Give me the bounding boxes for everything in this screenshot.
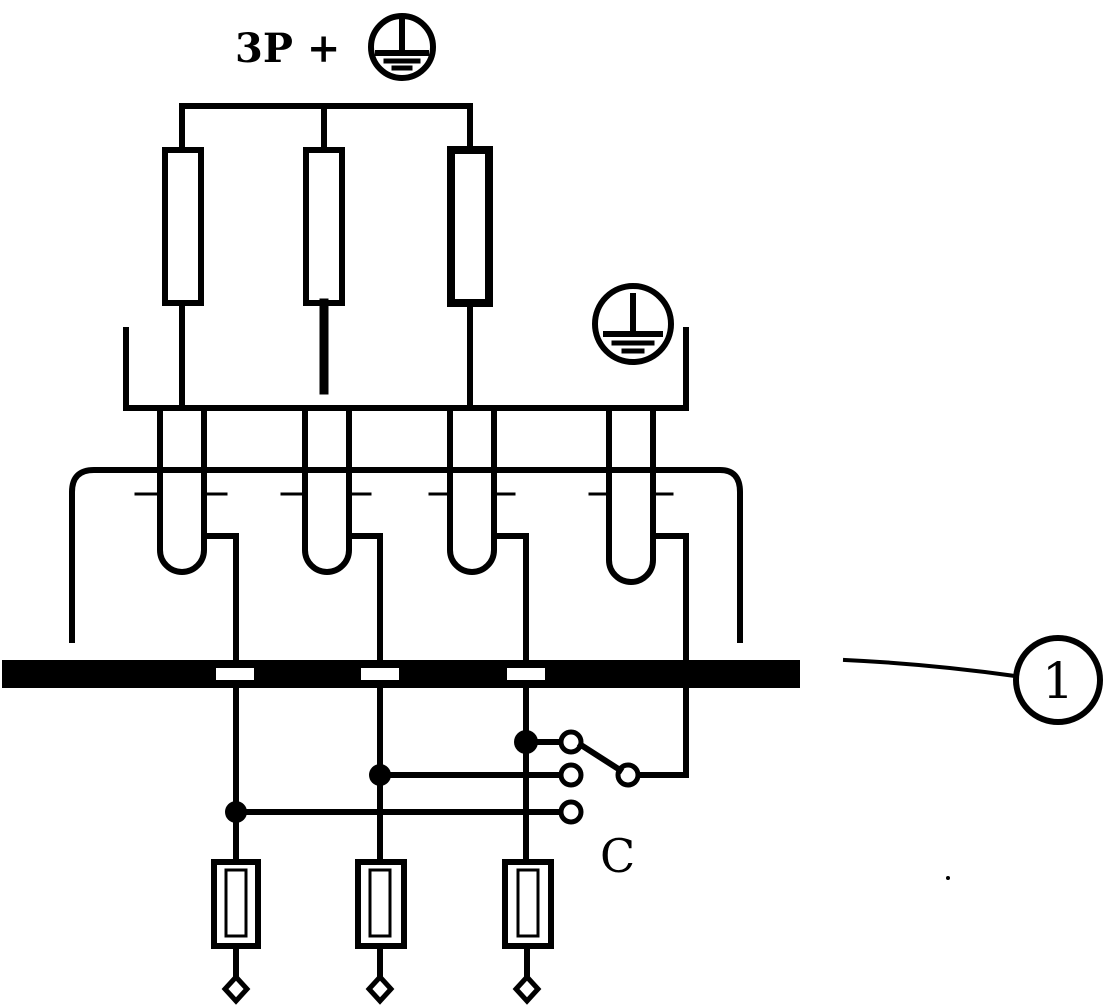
conductor-3	[491, 533, 529, 873]
switch-contact-3	[558, 799, 584, 825]
terminal-2	[365, 973, 395, 1005]
junction-dot-3	[514, 730, 538, 754]
switch-contact-1	[558, 729, 584, 755]
conductor-4	[625, 533, 689, 778]
terminal-3	[512, 973, 542, 1005]
plate-feedthrough-2	[361, 668, 399, 680]
resistor-2	[303, 147, 345, 306]
fuse-1	[211, 859, 261, 949]
bushing-2	[302, 405, 352, 575]
resistor-1	[162, 147, 204, 306]
terminal-1	[221, 973, 251, 1005]
fuse-3	[502, 859, 554, 949]
resistor-3	[447, 146, 493, 307]
plate-feedthrough-3	[507, 668, 545, 680]
top-common-bus	[179, 103, 473, 153]
bushing-1	[157, 405, 207, 575]
junction-dot-1	[225, 801, 247, 823]
stray-dot	[946, 876, 950, 880]
switch-contact-2	[558, 762, 584, 788]
upper-earth-rail	[123, 327, 689, 411]
bushing-3	[447, 405, 497, 575]
bushing-4	[606, 405, 656, 585]
callout-circle	[1013, 635, 1103, 725]
plate-feedthrough-1	[216, 668, 254, 680]
junction-dot-2	[369, 764, 391, 786]
conductor-2	[346, 533, 383, 873]
title-text: 3P +	[235, 25, 340, 72]
earth-symbol-right-icon	[592, 283, 674, 365]
callout-number: 1	[1042, 652, 1074, 710]
mounting-plate	[2, 660, 800, 688]
fuse-2	[355, 859, 407, 949]
conductor-1	[201, 533, 239, 873]
callout-leader	[842, 657, 1018, 679]
switch-label: C	[600, 829, 635, 883]
screen-bonding-strip	[69, 467, 743, 643]
earth-symbol-top-icon	[368, 13, 436, 81]
switch-blade	[576, 740, 625, 775]
selector-switch	[558, 729, 641, 825]
